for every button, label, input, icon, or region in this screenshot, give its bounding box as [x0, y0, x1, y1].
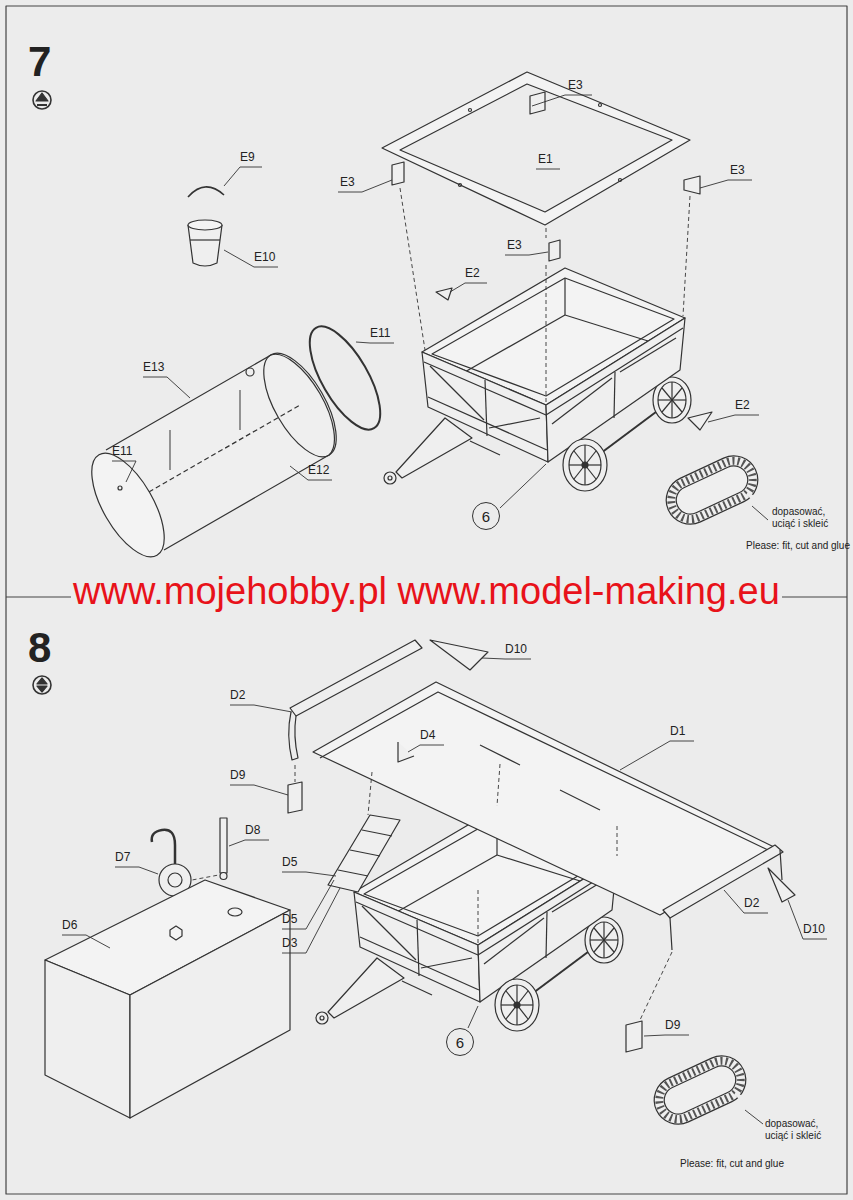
callout-circle: 6 [472, 502, 500, 530]
part-label: E3 [568, 79, 583, 93]
callout-circle: 6 [446, 1028, 474, 1056]
part-label: D2 [230, 689, 245, 703]
note-text: Please: fit, cut and glue [746, 540, 850, 552]
note-text: dopasować, uciąć i skleić [765, 1118, 837, 1141]
part-label: E3 [340, 176, 355, 190]
track-drawing [658, 448, 767, 535]
note-text: Please: fit, cut and glue [680, 1158, 784, 1170]
part-label: D10 [803, 923, 825, 937]
part-label: E3 [507, 239, 522, 253]
part-label: D9 [230, 769, 245, 783]
track-drawing [646, 1048, 755, 1135]
part-label: E3 [730, 164, 745, 178]
part-label: D5 [282, 913, 297, 927]
part-label: D5 [282, 856, 297, 870]
part-label: D10 [505, 643, 527, 657]
part-label: D2 [744, 897, 759, 911]
part-label: D4 [420, 729, 435, 743]
part-label: E9 [240, 151, 255, 165]
step-number: 7 [28, 38, 51, 86]
part-label: D8 [245, 824, 260, 838]
part-label: E13 [143, 361, 164, 375]
part-label: E11 [112, 445, 132, 459]
part-label: D1 [670, 725, 685, 739]
watermark: www.mojehobby.pl www.model-making.eu [71, 570, 782, 614]
callout-number: 6 [456, 1034, 464, 1051]
part-label: D9 [665, 1019, 680, 1033]
part-label: D3 [282, 937, 297, 951]
part-label: E12 [308, 464, 329, 478]
part-label: D7 [115, 851, 130, 865]
callout-number: 6 [482, 508, 490, 525]
part-label: E10 [254, 251, 275, 265]
part-label: E1 [538, 153, 553, 167]
step-number: 8 [28, 624, 51, 672]
trailer-drawing [384, 268, 691, 491]
part-label: E2 [735, 399, 750, 413]
part-label: E11 [370, 327, 390, 341]
part-label: E2 [465, 267, 480, 281]
note-text: dopasować, uciąć i skleić [772, 506, 844, 529]
part-label: D6 [62, 919, 77, 933]
